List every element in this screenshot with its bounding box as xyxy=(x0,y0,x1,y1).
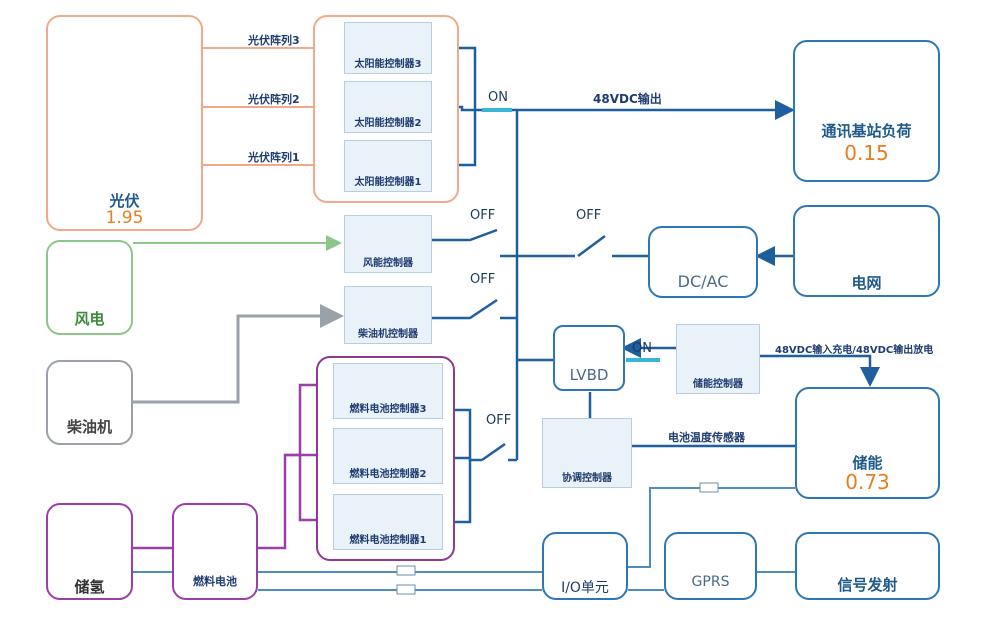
wind-label: 风电 xyxy=(74,310,105,328)
solar-controller-1[interactable]: 太阳能控制器1 xyxy=(344,140,432,192)
dc-output-label: 48VDC输出 xyxy=(593,92,662,106)
diesel-label: 柴油机 xyxy=(66,418,112,436)
lvbd-label: LVBD xyxy=(569,366,609,384)
signal-connectors xyxy=(396,482,719,595)
grid-box xyxy=(793,205,940,297)
wind-controller[interactable]: 风能控制器 xyxy=(344,215,432,273)
fuel-controller-3-label: 燃料电池控制器3 xyxy=(349,404,427,415)
grid-label: 电网 xyxy=(851,274,882,292)
hydrogen-label: 储氢 xyxy=(74,578,105,596)
diesel-line xyxy=(133,304,344,404)
solar-array-2-label: 光伏阵列2 xyxy=(248,93,300,106)
io-unit-box xyxy=(542,532,628,600)
fuel-controller-3[interactable]: 燃料电池控制器3 xyxy=(333,363,443,419)
storage-controller[interactable]: 储能控制器 xyxy=(676,324,760,394)
switch-off-wind: OFF xyxy=(470,208,496,223)
coord-controller[interactable]: 协调控制器 xyxy=(542,418,632,488)
solar-label: 光伏 xyxy=(109,192,140,210)
storage-value: 0.73 xyxy=(845,470,890,494)
io-unit-label: I/O单元 xyxy=(561,580,609,596)
storage-label: 储能 xyxy=(852,454,883,472)
lvbd-box xyxy=(553,325,625,391)
solar-box xyxy=(46,15,203,231)
solar-controller-2[interactable]: 太阳能控制器2 xyxy=(344,81,432,133)
solar-controller-2-label: 太阳能控制器2 xyxy=(354,118,422,129)
storage-controller-label: 储能控制器 xyxy=(693,379,743,390)
switch-on-storage: ON xyxy=(632,341,652,356)
fuel-controller-2[interactable]: 燃料电池控制器2 xyxy=(333,428,443,484)
switch-off-grid: OFF xyxy=(576,208,602,223)
diesel-controller-label: 柴油机控制器 xyxy=(358,329,418,340)
load-label: 通讯基站负荷 xyxy=(821,122,912,140)
solar-controller-3[interactable]: 太阳能控制器3 xyxy=(344,22,432,74)
switch-on-top: ON xyxy=(488,90,508,105)
load-box xyxy=(793,40,940,182)
fuel-controller-2-label: 燃料电池控制器2 xyxy=(349,469,427,480)
switch-off-diesel: OFF xyxy=(470,272,496,287)
wind-box xyxy=(46,240,133,335)
hydrogen-box xyxy=(46,503,133,600)
dcac-label: DC/AC xyxy=(677,272,729,291)
fuel-cell-box xyxy=(172,503,258,600)
temp-sensor-label: 电池温度传感器 xyxy=(668,431,745,444)
signal-label: 信号发射 xyxy=(837,576,898,594)
storage-io-label: 48VDC输入充电/48VDC输出放电 xyxy=(775,345,934,356)
storage-box xyxy=(795,387,940,499)
load-value: 0.15 xyxy=(844,141,889,165)
solar-array-1-label: 光伏阵列1 xyxy=(248,151,300,164)
solar-value: 1.95 xyxy=(105,208,144,228)
switch-off-fuel: OFF xyxy=(486,413,512,428)
gprs-box xyxy=(664,532,757,600)
solar-controller-1-label: 太阳能控制器1 xyxy=(354,177,422,188)
fuel-controller-1[interactable]: 燃料电池控制器1 xyxy=(333,494,443,550)
switch-markers xyxy=(482,108,660,362)
diesel-box xyxy=(46,360,133,445)
signal-box xyxy=(795,532,940,600)
fuel-cell-label: 燃料电池 xyxy=(193,575,237,588)
solar-controller-3-label: 太阳能控制器3 xyxy=(354,59,422,70)
wind-controller-label: 风能控制器 xyxy=(363,258,413,269)
dcac-box xyxy=(648,226,758,298)
gprs-label: GPRS xyxy=(691,574,730,590)
diesel-controller[interactable]: 柴油机控制器 xyxy=(344,286,432,344)
coord-controller-label: 协调控制器 xyxy=(562,473,612,484)
solar-array-3-label: 光伏阵列3 xyxy=(248,34,300,47)
fuel-controller-1-label: 燃料电池控制器1 xyxy=(349,535,427,546)
